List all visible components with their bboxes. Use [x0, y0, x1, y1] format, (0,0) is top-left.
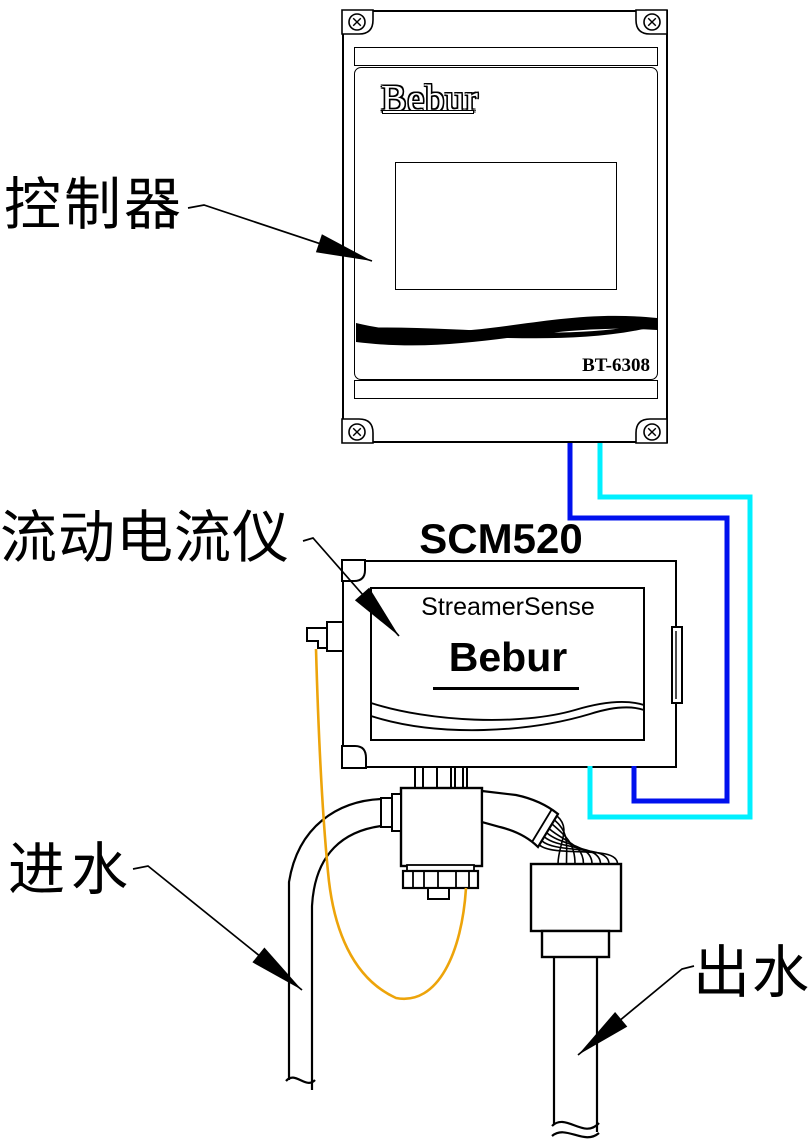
analyzer-panel-waves [370, 701, 645, 732]
valve-drain-port [427, 887, 450, 900]
analyzer-corner-tabs [341, 559, 367, 769]
screw-icon [643, 13, 661, 31]
analyzer-brand-underline [433, 687, 579, 690]
cable-cyan [587, 443, 753, 820]
controller-leader-arrow-icon [315, 234, 372, 261]
valve-body [399, 786, 484, 868]
inlet-pipe-break [285, 1076, 316, 1084]
valve-nut [401, 869, 480, 890]
analyzer-leader-arrow-icon [354, 587, 399, 636]
inlet-pipe [285, 797, 382, 1090]
outlet-leader-arrow-icon [578, 1012, 628, 1055]
cables [314, 443, 753, 1001]
sample-fitting-outer [306, 627, 328, 649]
analyzer-label: 流动电流仪 [0, 507, 290, 570]
valve-nut-facets [412, 872, 470, 887]
mounting-stem [414, 767, 468, 789]
inlet-port-collar [380, 797, 393, 828]
controller-top-strip [354, 47, 658, 66]
analyzer-tab-top-left [341, 559, 366, 582]
plumbing [285, 767, 623, 1139]
screws [348, 13, 661, 441]
outlet-label: 出水 [693, 942, 809, 1005]
outlet-pipe-break2 [551, 1131, 600, 1139]
outlet-pipe-break [551, 1120, 600, 1130]
analyzer-model-title: SCM520 [419, 515, 583, 562]
controller-corner-tabs [341, 9, 668, 444]
analyzer-details [306, 559, 683, 769]
analyzer-brand-logo: Bebur [448, 634, 568, 680]
outlet-hose-ribs [538, 815, 619, 865]
controller-display-screen [395, 162, 617, 290]
controller-leader-line [187, 204, 373, 262]
cable-blue [567, 443, 730, 804]
analyzer-side-connector [671, 626, 683, 704]
controller-wave-band [356, 315, 657, 346]
outlet-elbow-pipe [480, 789, 560, 849]
leader-annotations [132, 204, 695, 1056]
inlet-port [391, 793, 402, 832]
screw-icon [348, 423, 366, 441]
controller-details [341, 9, 668, 444]
analyzer-product-name: StreamerSense [421, 593, 595, 621]
controller-brand-underline [382, 110, 474, 114]
sample-fitting-inner [326, 621, 344, 652]
screw-icon [348, 13, 366, 31]
inlet-leader-arrow-icon [252, 947, 302, 990]
analyzer-front-panel [370, 587, 645, 741]
outlet-block [529, 862, 623, 933]
outlet-pipe [551, 957, 600, 1139]
controller-bottom-strip [354, 380, 658, 399]
outlet-block-neck [540, 929, 611, 959]
screw-icon [643, 423, 661, 441]
controller-brand-logo: Bebur [381, 78, 479, 120]
cable-orange-sample-line [314, 648, 468, 1001]
outlet-elbow-cap [531, 808, 553, 843]
analyzer-tab-bottom-left [341, 745, 367, 769]
controller-label: 控制器 [4, 174, 184, 237]
inlet-leader-line [132, 865, 303, 991]
inlet-label: 进水 [8, 839, 134, 902]
controller-model-number: BT-6308 [582, 355, 650, 376]
